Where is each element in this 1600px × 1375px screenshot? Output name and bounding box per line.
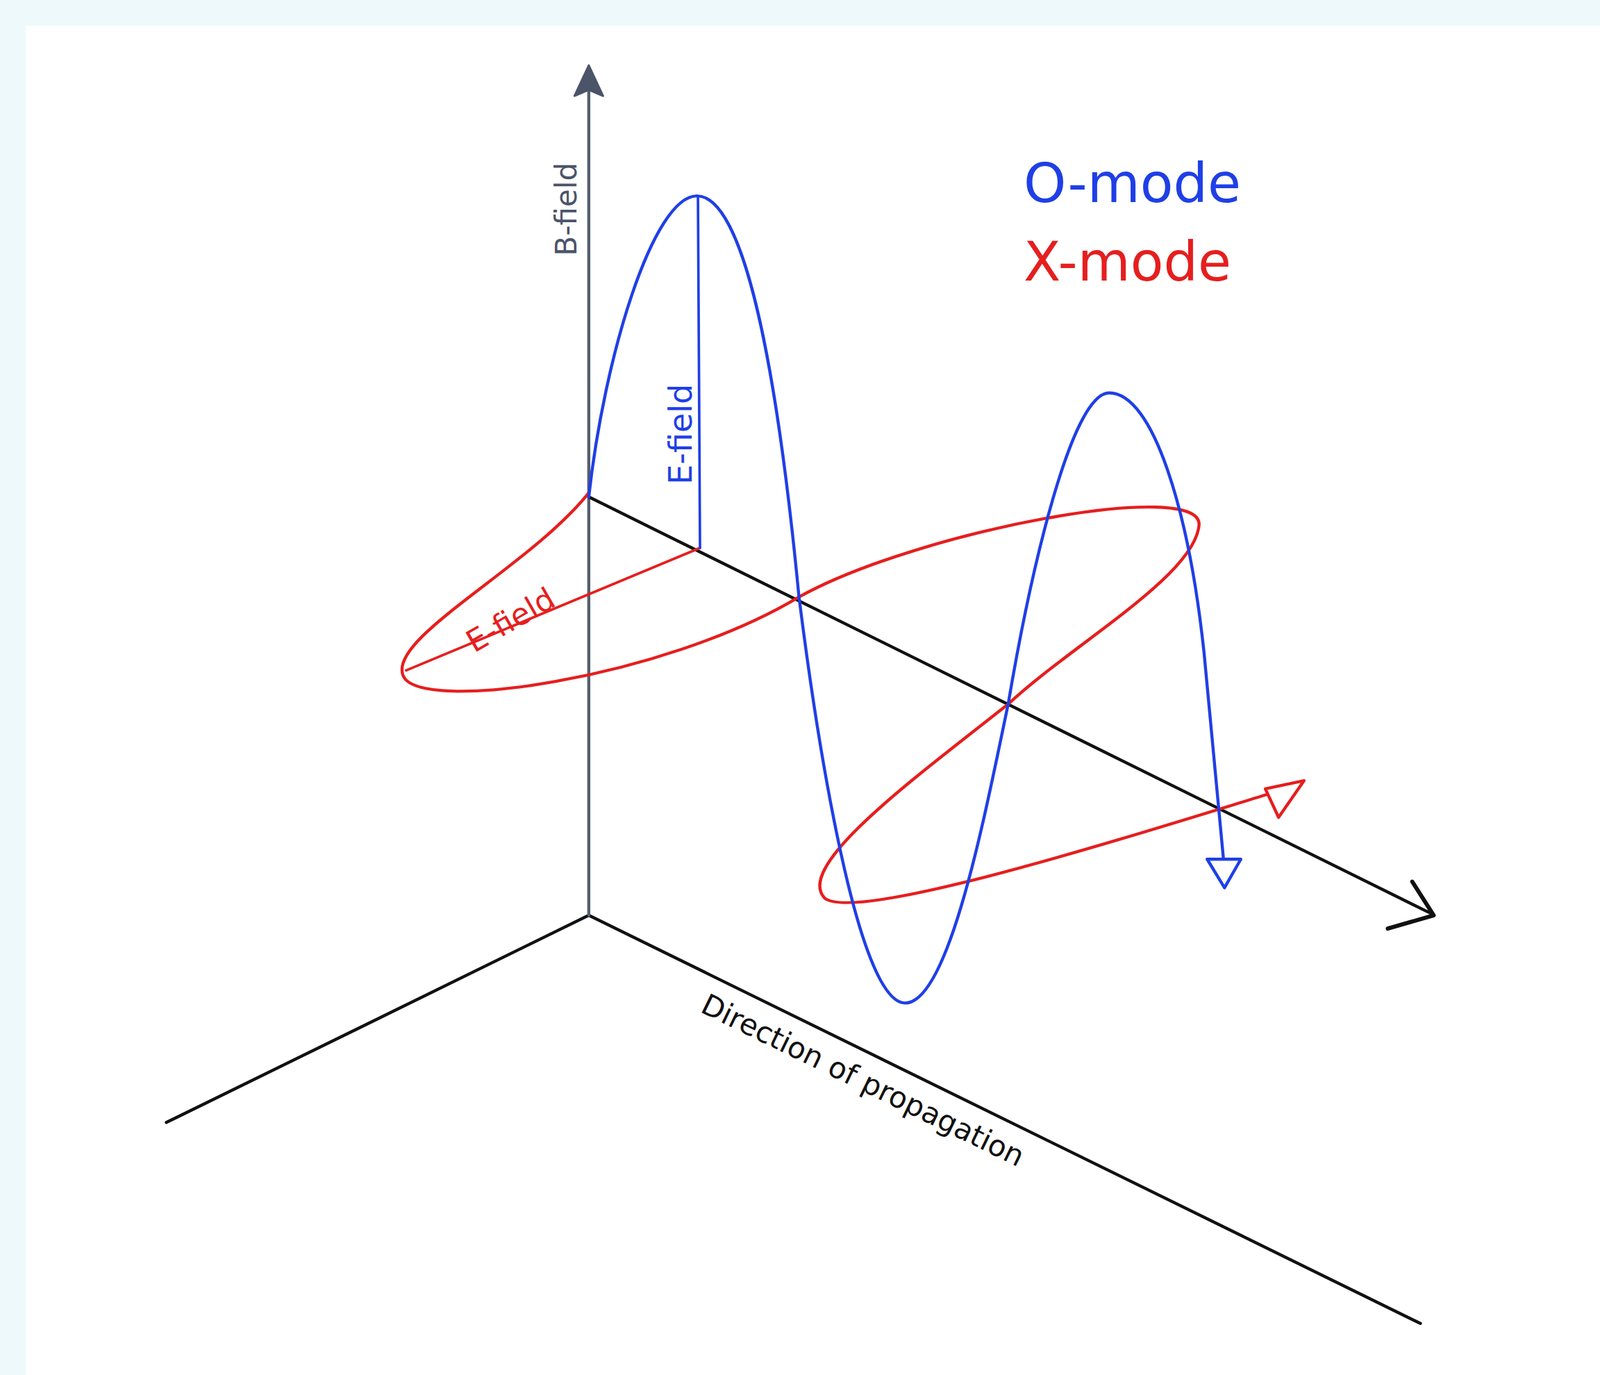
axis-arrowhead bbox=[574, 65, 603, 96]
axis-label: B-field bbox=[550, 162, 583, 257]
b-field-axis bbox=[587, 86, 591, 916]
e-field-vector bbox=[406, 547, 700, 671]
legend-entry: O-mode bbox=[1023, 154, 1241, 214]
wave-arrowhead bbox=[1206, 859, 1241, 888]
field-label: E-field bbox=[460, 581, 561, 659]
axis-arrowhead bbox=[1387, 881, 1434, 930]
axis-line bbox=[588, 915, 1421, 1324]
canvas-ground bbox=[25, 25, 1600, 1375]
e-field-vector bbox=[697, 197, 700, 548]
axis-label: Direction of propagation bbox=[695, 988, 1029, 1173]
axis-line bbox=[166, 915, 589, 1123]
legend-text: X-mode bbox=[1023, 230, 1232, 294]
field-label: E-field bbox=[663, 384, 699, 485]
wave-arrowhead bbox=[1265, 780, 1305, 818]
legend-text: O-mode bbox=[1023, 152, 1241, 215]
o-mode-wave bbox=[588, 195, 1224, 1003]
propagation-axis bbox=[588, 497, 1431, 914]
legend-entry: X-mode bbox=[1023, 232, 1232, 293]
